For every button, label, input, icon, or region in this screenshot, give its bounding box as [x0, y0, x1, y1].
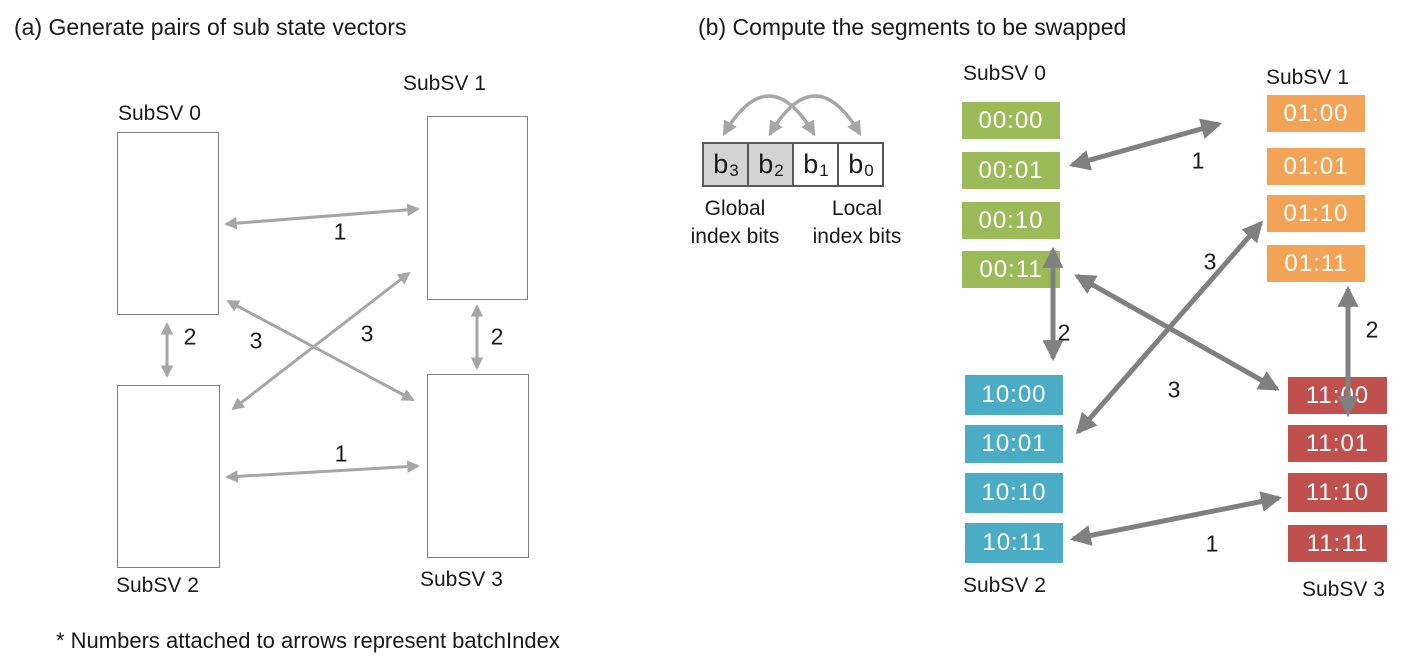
batch-index-label: 1 — [334, 440, 348, 467]
segment-cell: 11:10 — [1288, 473, 1387, 512]
panel-a-subsv2-label: SubSV 2 — [116, 574, 199, 597]
segment-cell: 10:00 — [965, 375, 1063, 415]
batch-index-label: 3 — [1167, 376, 1181, 403]
panel-a-subsv0-label: SubSV 0 — [118, 102, 201, 125]
panel-a-title: (a) Generate pairs of sub state vectors — [14, 14, 407, 40]
segment-cell: 10:01 — [965, 425, 1063, 463]
segment-cell: 01:01 — [1267, 148, 1365, 185]
panel-b-subsv2-label: SubSV 2 — [963, 574, 1046, 597]
bit-swap-arc-b3-b1 — [722, 94, 816, 136]
segment-cell: 11:00 — [1288, 377, 1387, 414]
batch-index-label: 3 — [1203, 248, 1217, 275]
segment-cell: 10:11 — [965, 523, 1063, 563]
batch-index-label: 3 — [249, 327, 263, 354]
batch-index-label: 1 — [333, 218, 347, 245]
arrow-batch1-seg1011-seg1110 — [1069, 491, 1283, 546]
panel-a-subsv2-box — [117, 385, 220, 568]
batch-index-label: 2 — [183, 323, 197, 350]
local-index-bits-label: Local index bits — [812, 197, 902, 248]
batch-index-label: 1 — [1191, 147, 1205, 174]
segment-cell: 01:10 — [1267, 195, 1365, 232]
arrow-batch1-sv0-sv1 — [224, 203, 420, 230]
bit-swap-arc-b2-b0 — [768, 94, 862, 136]
batch-index-label: 2 — [490, 323, 504, 350]
arrow-batch3-seg0011-seg1100 — [1074, 273, 1280, 392]
panel-a-subsv1-label: SubSV 1 — [403, 72, 486, 95]
global-index-bits-label: Global index bits — [690, 197, 780, 248]
panel-a-subsv3-label: SubSV 3 — [420, 568, 503, 591]
arrow-batch1-sv2-sv3 — [225, 460, 420, 483]
segment-cell: 01:00 — [1267, 95, 1365, 132]
segment-cell: 00:11 — [962, 251, 1060, 288]
segment-cell: 11:11 — [1288, 525, 1387, 562]
batch-index-label: 1 — [1205, 530, 1219, 557]
panel-b-subsv1-label: SubSV 1 — [1266, 66, 1349, 89]
segment-cell: 00:00 — [962, 102, 1060, 139]
panel-b-title: (b) Compute the segments to be swapped — [698, 14, 1127, 40]
panel-a-subsv0-box — [117, 132, 219, 315]
panel-a-subsv3-box — [427, 374, 529, 558]
segment-cell: 11:01 — [1288, 425, 1387, 462]
footnote: * Numbers attached to arrows represent b… — [56, 628, 560, 653]
segment-cell: 00:10 — [962, 202, 1060, 239]
batch-index-label: 2 — [1057, 319, 1071, 346]
batch-index-label: 3 — [360, 320, 374, 347]
panel-a-subsv1-box — [427, 116, 528, 300]
segment-cell: 00:01 — [962, 152, 1060, 189]
batch-index-label: 2 — [1365, 316, 1379, 343]
segment-cell: 10:10 — [965, 473, 1063, 513]
segment-cell: 01:11 — [1267, 245, 1365, 282]
panel-b-subsv3-label: SubSV 3 — [1302, 578, 1385, 601]
panel-b-subsv0-label: SubSV 0 — [963, 62, 1046, 85]
